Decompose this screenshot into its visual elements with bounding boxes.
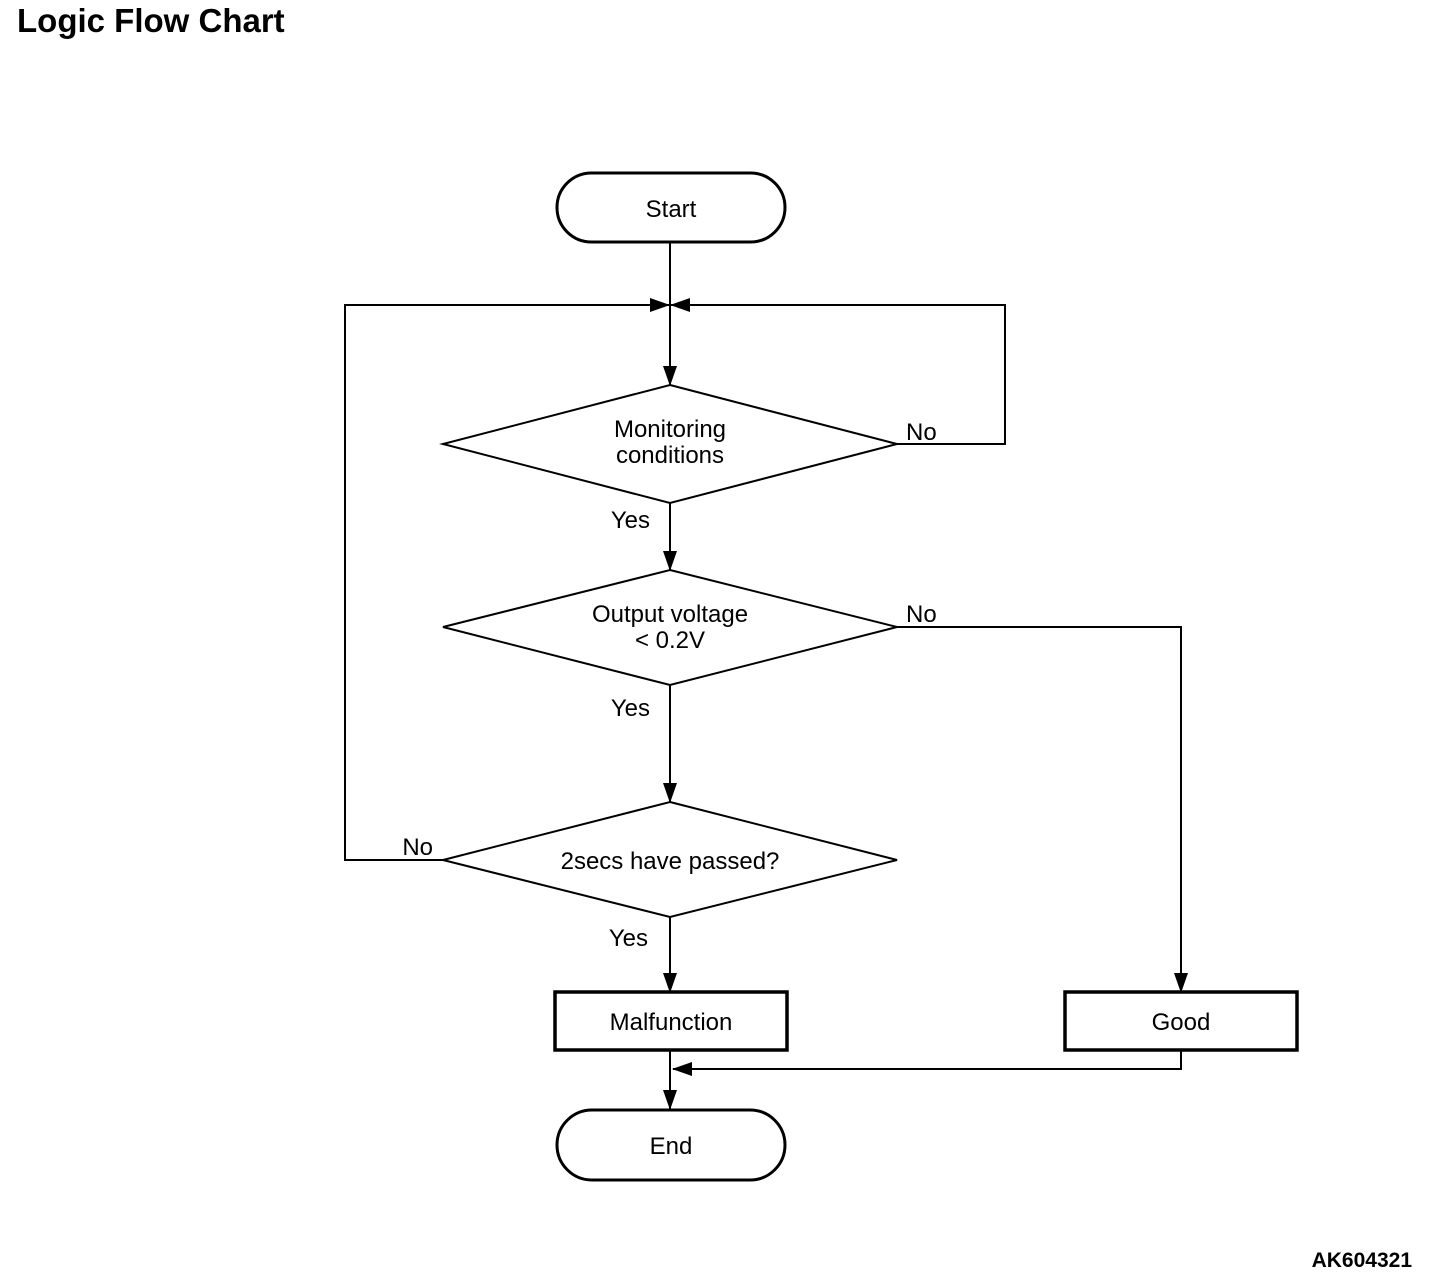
edge-twosecs-no-return (344, 298, 670, 861)
good-process-shape (1063, 990, 1299, 1052)
output-voltage-decision-shape (442, 568, 898, 687)
start-terminator-shape (555, 171, 787, 244)
node-good: Good (1063, 990, 1299, 1052)
end-label: End (650, 1133, 693, 1160)
edge-output-no (897, 626, 1188, 993)
malfunction-process-shape (553, 990, 789, 1052)
node-output-voltage: Output voltage < 0.2V (442, 568, 898, 687)
node-two-secs-passed: 2secs have passed? (442, 800, 898, 919)
edge-labels: Yes No Yes No Yes No (402, 419, 936, 952)
two-secs-decision-shape (442, 800, 898, 919)
label-monitoring-no: No (906, 419, 937, 446)
label-twosecs-no: No (402, 834, 433, 861)
label-output-no: No (906, 601, 937, 628)
monitoring-decision-shape (439, 383, 901, 505)
node-end: End (555, 1108, 787, 1182)
output-voltage-label-line1: Output voltage (592, 601, 748, 628)
label-output-yes: Yes (611, 695, 650, 722)
label-monitoring-yes: Yes (611, 507, 650, 534)
malfunction-label: Malfunction (610, 1009, 733, 1036)
two-secs-label: 2secs have passed? (561, 848, 780, 875)
good-label: Good (1152, 1009, 1211, 1036)
monitoring-label-line2: conditions (616, 442, 724, 469)
label-twosecs-yes: Yes (609, 925, 648, 952)
node-monitoring-conditions: Monitoring conditions (439, 383, 901, 505)
edge-monitoring-no-return (670, 298, 1006, 445)
figure-code: AK604321 (1311, 1249, 1412, 1272)
output-voltage-label-line2: < 0.2V (635, 627, 705, 654)
monitoring-label-line1: Monitoring (614, 416, 726, 443)
node-malfunction: Malfunction (553, 990, 789, 1052)
start-label: Start (646, 196, 697, 223)
edge-good-to-end (672, 1050, 1182, 1076)
node-start: Start (555, 171, 787, 244)
nodes: Start Monitoring conditions Output volta… (439, 171, 1299, 1182)
page-title: Logic Flow Chart (17, 2, 285, 39)
edges (344, 242, 1188, 1110)
end-terminator-shape (555, 1108, 787, 1182)
